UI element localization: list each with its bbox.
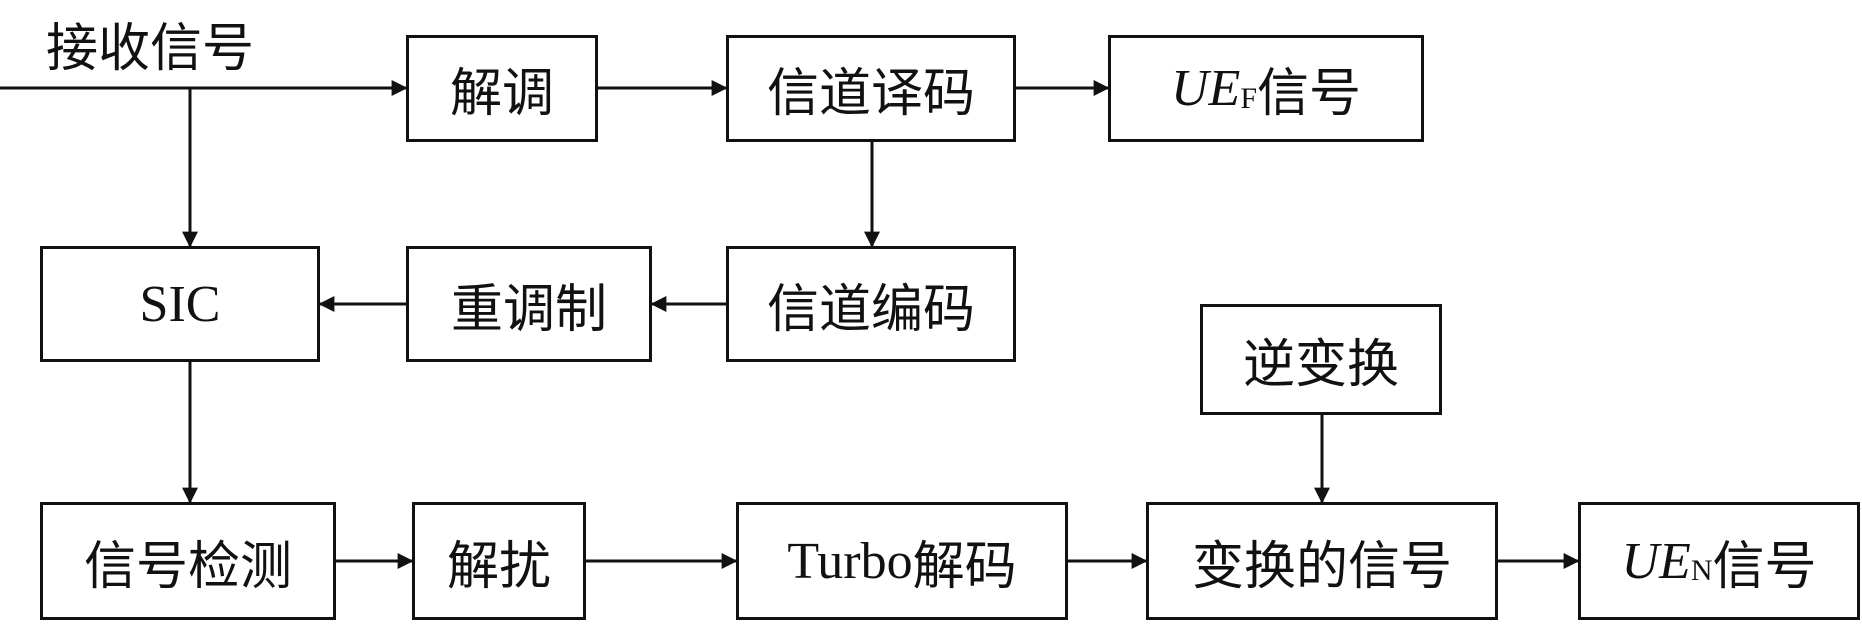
descramble-label: 解扰 [446,536,551,597]
channel-decode-box: 信道译码 [726,35,1016,142]
descramble-box: 解扰 [412,502,586,620]
input-signal-label: 接收信号 [46,19,255,79]
ue-n-subscript: N [1690,554,1713,587]
sic-box: SIC [40,246,320,362]
ue-f-italic: UE [1170,60,1241,117]
inverse-transform-box: 逆变换 [1200,304,1442,415]
inverse-transform-label: 逆变换 [1242,335,1399,395]
demod-box: 解调 [406,35,598,142]
signal-detect-label: 信号检测 [83,536,292,597]
channel-encode-label: 信道编码 [766,279,975,340]
demod-label: 解调 [449,64,554,124]
ue-f-suffix: 信号 [1257,64,1362,124]
sic-label: SIC [139,275,221,333]
transformed-signal-box: 变换的信号 [1146,502,1498,620]
transformed-signal-label: 变换的信号 [1191,536,1452,597]
ue-n-italic: UE [1621,532,1691,590]
turbo-suffix: 解码 [912,536,1017,597]
channel-decode-label: 信道译码 [766,64,975,124]
signal-detect-box: 信号检测 [40,502,336,620]
remod-label: 重调制 [450,279,607,340]
ue-n-suffix: 信号 [1712,536,1817,597]
turbo-latin: Turbo [787,532,913,590]
channel-encode-box: 信道编码 [726,246,1016,362]
ue-f-subscript: F [1240,81,1257,115]
remod-box: 重调制 [406,246,652,362]
